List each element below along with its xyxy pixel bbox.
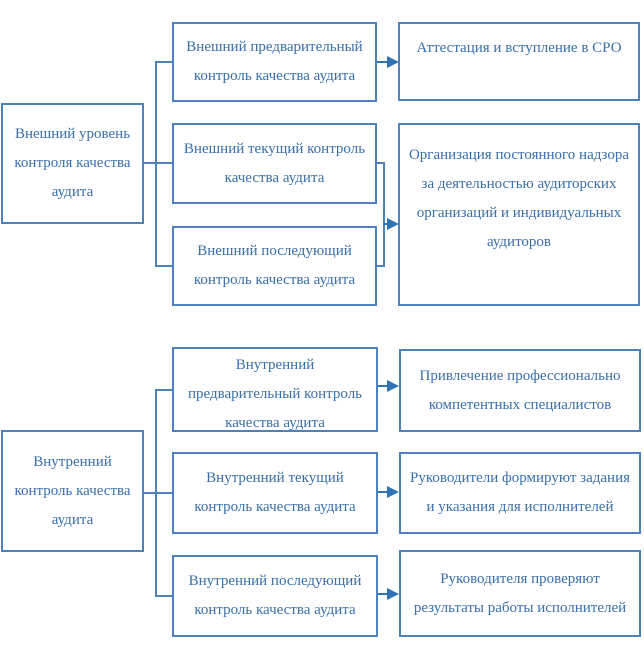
box-external-level-root: Внешний уровень контроля качества аудита: [1, 103, 144, 224]
box-internal-current-control: Внутренний текущий контроль качества ауд…: [172, 452, 378, 534]
box-external-subsequent-control: Внешний последующий контроль качества ау…: [172, 226, 377, 306]
box-external-level-root-label: Внешний уровень контроля качества аудита: [14, 126, 131, 200]
external-root-connector-line: [144, 162, 156, 164]
internal-root-connector-line: [144, 492, 156, 494]
arrow-line-preliminary-to-attestation: [377, 61, 389, 63]
arrow-right-icon: [387, 218, 399, 230]
internal-trunk-line: [155, 389, 157, 597]
box-managers-check-results-result-label: Руководителя проверяют результаты работы…: [413, 570, 627, 616]
arrow-right-icon: [387, 380, 399, 392]
arrow-right-icon: [387, 486, 399, 498]
box-permanent-supervision-result: Организация постоянного надзора за деяте…: [398, 123, 640, 306]
box-internal-subsequent-control-label: Внутренний последующий контроль качества…: [188, 573, 362, 618]
box-attestation-sro-result: Аттестация и вступление в СРО: [398, 22, 640, 101]
box-managers-assign-tasks-result-label: Руководители формируют задания и указани…: [409, 470, 630, 515]
box-external-subsequent-control-label: Внешний последующий контроль качества ау…: [193, 243, 356, 288]
internal-stage3-connector-line: [157, 595, 172, 597]
external-stage1-connector-line: [157, 61, 172, 63]
arrow-line-internal-preliminary-to-result: [378, 385, 389, 387]
arrow-right-icon: [387, 588, 399, 600]
box-managers-check-results-result: Руководителя проверяют результаты работы…: [399, 550, 641, 637]
external-bracket-top-line: [377, 162, 385, 164]
external-trunk-line: [155, 61, 157, 267]
box-permanent-supervision-result-label: Организация постоянного надзора за деяте…: [408, 147, 630, 250]
box-external-current-control: Внешний текущий контроль качества аудита: [172, 123, 377, 204]
internal-stage1-connector-line: [157, 389, 172, 391]
external-bracket-bottom-line: [377, 265, 385, 267]
arrow-line-internal-current-to-result: [378, 491, 389, 493]
box-internal-subsequent-control: Внутренний последующий контроль качества…: [172, 555, 378, 637]
external-stage3-connector-line: [157, 265, 172, 267]
external-bracket-vertical-line: [383, 162, 385, 267]
box-external-current-control-label: Внешний текущий контроль качества аудита: [183, 140, 366, 186]
box-internal-preliminary-control-label: Внутренний предварительный контроль каче…: [187, 357, 363, 431]
arrow-right-icon: [387, 56, 399, 68]
box-external-preliminary-control: Внешний предварительный контроль качеств…: [172, 22, 377, 102]
box-managers-assign-tasks-result: Руководители формируют задания и указани…: [399, 452, 641, 534]
internal-stage2-connector-line: [157, 492, 172, 494]
box-internal-control-root: Внутренний контроль качества аудита: [1, 430, 144, 552]
box-internal-current-control-label: Внутренний текущий контроль качества ауд…: [194, 470, 356, 515]
box-competent-specialists-result: Привлечение профессионально компетентных…: [399, 349, 641, 432]
box-competent-specialists-result-label: Привлечение профессионально компетентных…: [419, 367, 621, 413]
external-stage2-connector-line: [157, 162, 172, 164]
arrow-line-internal-subsequent-to-result: [378, 593, 389, 595]
box-internal-control-root-label: Внутренний контроль качества аудита: [14, 453, 131, 528]
box-attestation-sro-result-label: Аттестация и вступление в СРО: [416, 40, 622, 56]
box-external-preliminary-control-label: Внешний предварительный контроль качеств…: [186, 39, 363, 84]
box-internal-preliminary-control: Внутренний предварительный контроль каче…: [172, 347, 378, 432]
